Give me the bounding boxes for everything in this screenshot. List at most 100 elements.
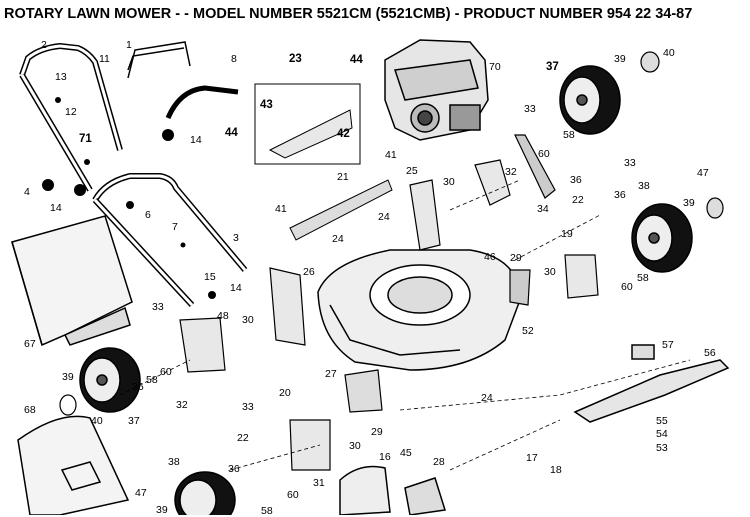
callout-14c: 14 [230, 282, 242, 294]
callout-32a: 32 [505, 166, 517, 178]
callout-3: 3 [233, 232, 239, 244]
throttle-cable [165, 85, 239, 120]
callout-39a: 39 [614, 53, 626, 65]
callout-58d: 58 [261, 505, 273, 517]
callout-29a: 29 [510, 252, 522, 264]
callout-36a: 36 [570, 174, 582, 186]
callout-46: 46 [484, 251, 496, 263]
control-bail [127, 41, 191, 79]
callout-36b: 36 [614, 189, 626, 201]
callout-30a: 30 [443, 176, 455, 188]
engine [384, 39, 489, 141]
callout-41a: 41 [385, 149, 397, 161]
callout-7: 7 [172, 221, 178, 233]
callout-25: 25 [406, 165, 418, 177]
callout-68: 68 [24, 404, 36, 416]
callout-44b: 44 [225, 127, 238, 139]
callout-13: 13 [55, 71, 67, 83]
callout-52: 52 [522, 325, 534, 337]
callout-56: 56 [704, 347, 716, 359]
callout-53: 53 [656, 442, 668, 454]
callout-39b: 39 [683, 197, 695, 209]
callout-58a: 58 [563, 129, 575, 141]
callout-23: 23 [289, 53, 302, 65]
callout-39c: 39 [62, 371, 74, 383]
catcher-frame [17, 415, 130, 515]
callout-58b: 58 [637, 272, 649, 284]
wheel-front-right [559, 65, 621, 135]
callout-4: 4 [24, 186, 30, 198]
callout-38a: 38 [638, 180, 650, 192]
callout-30b: 30 [544, 266, 556, 278]
callout-18: 18 [550, 464, 562, 476]
callout-43: 43 [260, 99, 273, 111]
callout-24b: 24 [332, 233, 344, 245]
callout-29b: 29 [371, 426, 383, 438]
callout-22a: 22 [572, 194, 584, 206]
callout-32b: 32 [176, 399, 188, 411]
diagram-title: ROTARY LAWN MOWER - - MODEL NUMBER 5521C… [4, 6, 693, 22]
callout-14a: 14 [190, 134, 202, 146]
callout-36c: 36 [132, 381, 144, 393]
callout-38b: 38 [168, 456, 180, 468]
callout-28: 28 [433, 456, 445, 468]
callout-58c: 58 [146, 374, 158, 386]
callout-19: 19 [561, 228, 573, 240]
wheel-rear-left [174, 471, 236, 515]
inset-box [254, 83, 361, 165]
callout-21: 21 [337, 171, 349, 183]
callout-33c: 33 [152, 301, 164, 313]
callout-36d: 36 [228, 463, 240, 475]
callout-34: 34 [537, 203, 549, 215]
callout-30c: 30 [242, 314, 254, 326]
callout-44a: 44 [350, 54, 363, 66]
callout-40a: 40 [663, 47, 675, 59]
callout-41b: 41 [275, 203, 287, 215]
callout-45: 45 [400, 447, 412, 459]
lower-handle [92, 173, 248, 308]
callout-42: 42 [337, 128, 350, 140]
callout-37b: 37 [128, 415, 140, 427]
callout-54: 54 [656, 428, 668, 440]
callout-12: 12 [65, 106, 77, 118]
callout-16: 16 [379, 451, 391, 463]
callout-24c: 24 [481, 392, 493, 404]
callout-20: 20 [279, 387, 291, 399]
callout-33d: 33 [242, 401, 254, 413]
callout-2: 2 [41, 39, 47, 51]
callout-22b: 22 [237, 432, 249, 444]
callout-11: 11 [99, 53, 110, 65]
blade [573, 344, 730, 423]
height-adjusters [179, 134, 599, 471]
callout-26: 26 [303, 266, 315, 278]
callout-17: 17 [526, 452, 538, 464]
callout-60b: 60 [621, 281, 633, 293]
wheel-front-left [79, 347, 141, 413]
callout-31: 31 [313, 477, 325, 489]
callout-60c: 60 [160, 366, 172, 378]
upper-handle [19, 42, 123, 192]
callout-57: 57 [662, 339, 674, 351]
shaft-41 [289, 179, 393, 241]
callout-33b: 33 [624, 157, 636, 169]
callout-37a: 37 [546, 61, 559, 73]
wheel-rear-right [631, 203, 693, 273]
callout-14b: 14 [50, 202, 62, 214]
callout-33a: 33 [524, 103, 536, 115]
hubcaps [59, 51, 724, 416]
callout-71: 71 [79, 133, 92, 145]
callout-60a: 60 [538, 148, 550, 160]
callout-6: 6 [145, 209, 151, 221]
callout-47a: 47 [697, 167, 709, 179]
callout-55: 55 [656, 415, 668, 427]
callout-40b: 40 [91, 415, 103, 427]
callout-47b: 47 [135, 487, 147, 499]
leader-lines [119, 179, 691, 471]
mower-deck [317, 249, 521, 371]
grass-catcher [11, 215, 133, 347]
callout-60d: 60 [287, 489, 299, 501]
rear-door [339, 465, 446, 515]
callout-8: 8 [231, 53, 237, 65]
callout-39d: 39 [156, 504, 168, 516]
